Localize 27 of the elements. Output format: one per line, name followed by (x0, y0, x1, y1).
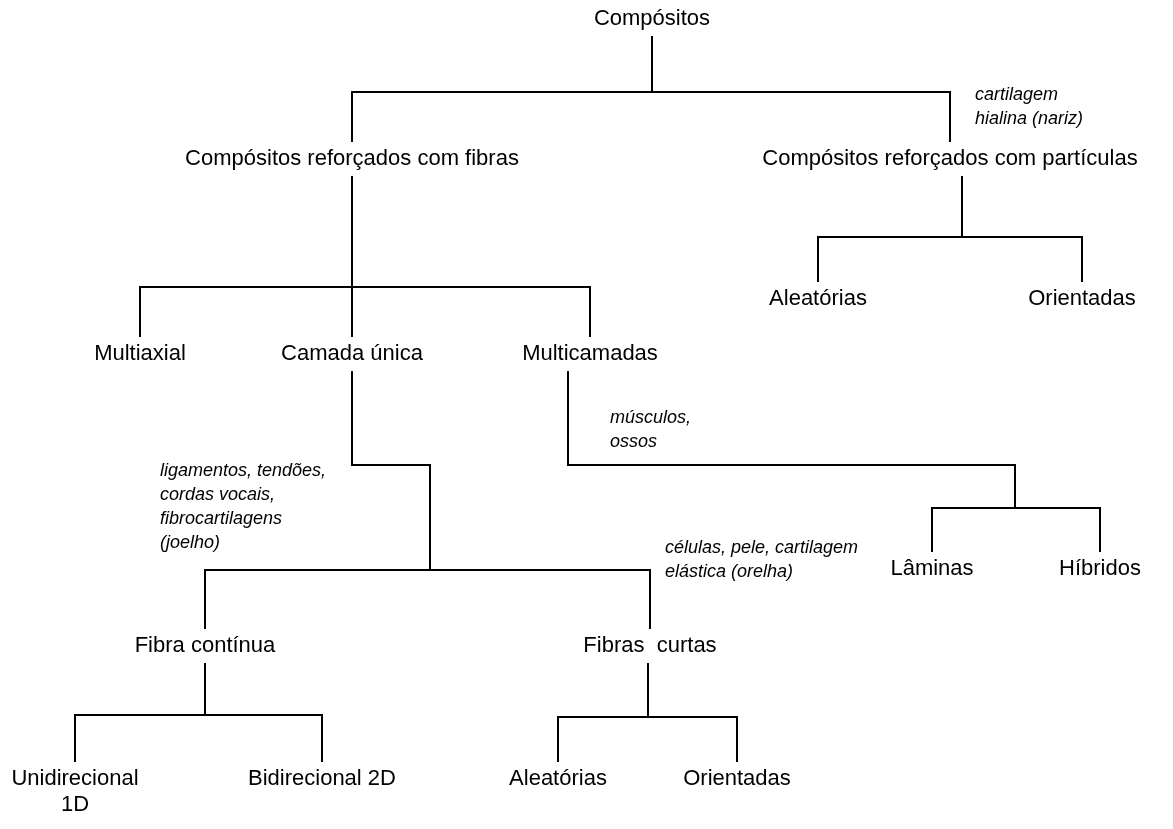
category-label: Orientadas (683, 765, 791, 791)
category-label: Fibra contínua (134, 632, 276, 658)
category-label: Camada única (281, 340, 423, 366)
category-label: Lâminas (890, 555, 974, 581)
example-note: células, pele, cartilagem elástica (orelha) (665, 536, 860, 583)
example-note: cartilagem hialina (nariz) (975, 83, 1085, 130)
category-label: Unidirecional 1D (0, 765, 150, 817)
category-label: Bidirecional 2D (247, 765, 397, 791)
category-label: Compósitos (593, 5, 711, 31)
connector-line (351, 370, 651, 630)
connector-line (351, 175, 591, 338)
category-label: Orientadas (1028, 285, 1136, 311)
category-label: Fibras curtas (583, 632, 717, 658)
category-label: Multiaxial (94, 340, 186, 366)
connector-line (204, 662, 323, 763)
connector-line (961, 175, 1083, 283)
connector-line (567, 370, 1101, 553)
category-label: Aleatórias (769, 285, 867, 311)
category-label: Multicamadas (522, 340, 658, 366)
example-note: músculos, ossos (610, 406, 693, 453)
connector-line (651, 35, 951, 143)
category-label: Aleatórias (509, 765, 607, 791)
category-label: Compósitos reforçados com fibras (185, 145, 519, 171)
connector-line (647, 662, 738, 763)
example-note: ligamentos, tendões, cordas vocais, fibrocartilagens (joelho) (160, 459, 328, 554)
category-label: Compósitos reforçados com partículas (762, 145, 1138, 171)
category-label: Híbridos (1059, 555, 1141, 581)
